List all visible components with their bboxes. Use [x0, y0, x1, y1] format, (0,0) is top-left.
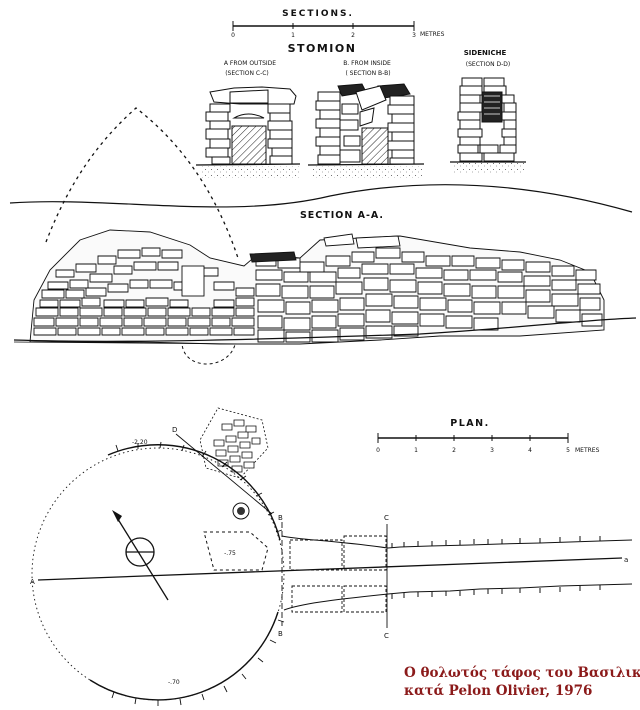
view-b-label: B. FROM INSIDE	[343, 60, 391, 67]
caption-line-2: κατά Pelon Olivier, 1976	[404, 683, 593, 699]
view-a-sub: (SECTION C-C)	[225, 70, 269, 77]
plan-scale-bar	[377, 433, 569, 443]
section-mark-a-left: A	[30, 578, 35, 586]
section-aa-title: SECTION A-A.	[300, 210, 384, 221]
plan-scale-unit: METRES	[575, 447, 600, 454]
sections-scale-unit: METRES	[420, 31, 445, 38]
plan-tick-2: 2	[452, 447, 456, 454]
dromos-walls	[281, 535, 633, 611]
reconstructed-dome-outline	[45, 107, 239, 259]
tholos-plan-circle	[31, 447, 285, 701]
section-mark-b-top: B	[278, 514, 283, 522]
view-a-label: A FROM OUTSIDE	[224, 60, 276, 67]
sections-scale-bar	[232, 21, 415, 31]
section-mark-c-bottom: C	[384, 632, 389, 640]
view-b-sub: ( SECTION B-B)	[345, 70, 390, 77]
stomion-title: STOMION	[288, 42, 357, 55]
figure-caption: Ο θολωτός τάφος του Βασιλικού κατά Pelon…	[404, 664, 640, 700]
section-line-dd	[175, 433, 273, 515]
plan-tick-4: 4	[528, 447, 532, 454]
sections-tick-2: 2	[351, 32, 355, 39]
section-mark-c-top: C	[384, 514, 389, 522]
level-bottom-label: -.70	[168, 679, 180, 686]
sections-title: SECTIONS.	[282, 9, 354, 19]
caption-line-1: Ο θολωτός τάφος του Βασιλικού	[404, 665, 640, 681]
sections-tick-0: 0	[231, 32, 235, 39]
sideniche-elevation	[450, 77, 526, 175]
section-mark-b-bottom: B	[278, 630, 283, 638]
tholos-wall-stone-ticks	[111, 441, 285, 706]
stomion-elevation-a	[195, 86, 301, 178]
section-mark-d-top: D	[172, 426, 177, 434]
plan-sideniche-block	[199, 407, 269, 479]
plan-tick-0: 0	[376, 447, 380, 454]
floor-base-line	[13, 341, 253, 345]
bone-deposit-symbol	[232, 502, 250, 520]
section-mark-a-right: a	[624, 556, 628, 564]
floor-level-line	[13, 317, 637, 342]
sideniche-label: SIDENICHE	[464, 49, 507, 57]
tholos-wall-masonry	[29, 229, 605, 345]
tholos-plan-wall-south	[89, 611, 279, 701]
stomion-plan-blocks	[289, 535, 387, 613]
level-top-label: -2.20	[132, 439, 148, 446]
inner-pit-outline	[203, 531, 269, 571]
stomion-elevation-b	[307, 83, 425, 178]
sections-tick-1: 1	[291, 32, 295, 39]
ground-profile-line	[9, 184, 633, 213]
plan-tick-1: 1	[414, 447, 418, 454]
sideniche-sub: (SECTION D-D)	[466, 61, 510, 68]
sections-tick-3: 3	[412, 32, 416, 39]
plan-title: PLAN.	[450, 418, 489, 429]
north-arrow-icon	[112, 510, 169, 601]
section-line-aa	[37, 557, 623, 581]
plan-tick-3: 3	[490, 447, 494, 454]
level-inner-label: -.75	[224, 550, 236, 557]
plan-tick-5: 5	[566, 447, 570, 454]
